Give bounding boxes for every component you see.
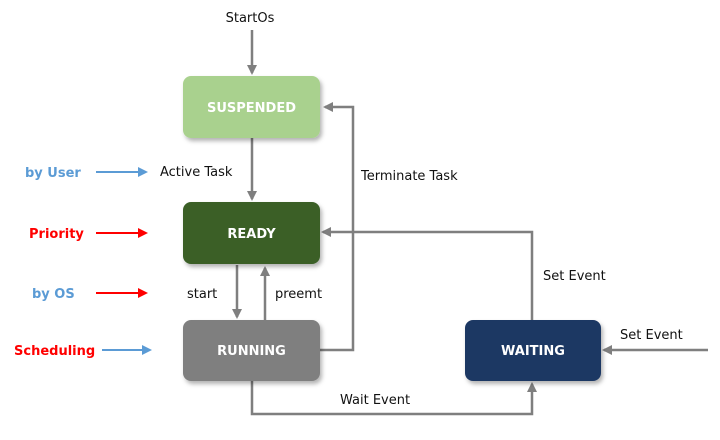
set-event-ready-arrow [321, 227, 534, 320]
wait-event-arrow [250, 380, 537, 416]
terminate-task-arrow [320, 102, 355, 352]
state-running: RUNNING [183, 320, 320, 381]
start-os-label: StartOs [226, 11, 275, 26]
state-suspended-label: SUSPENDED [207, 101, 296, 116]
set-event-waiting-label: Set Event [620, 328, 683, 343]
state-running-label: RUNNING [217, 344, 286, 359]
terminate-task-label: Terminate Task [360, 169, 458, 184]
by-user-label: by User [25, 166, 81, 181]
preemt-label: preemt [275, 287, 322, 302]
state-ready: READY [183, 202, 320, 264]
state-waiting-label: WAITING [501, 344, 565, 359]
wait-event-label: Wait Event [340, 393, 410, 408]
set-event-ready-label: Set Event [543, 269, 606, 284]
active-task-label: Active Task [160, 165, 233, 180]
state-suspended: SUSPENDED [183, 76, 320, 138]
scheduling-label: Scheduling [14, 344, 95, 359]
state-waiting: WAITING [465, 320, 601, 381]
state-ready-label: READY [227, 227, 276, 242]
by-os-label: by OS [32, 287, 75, 302]
priority-label: Priority [29, 227, 84, 242]
start-label: start [187, 287, 217, 302]
